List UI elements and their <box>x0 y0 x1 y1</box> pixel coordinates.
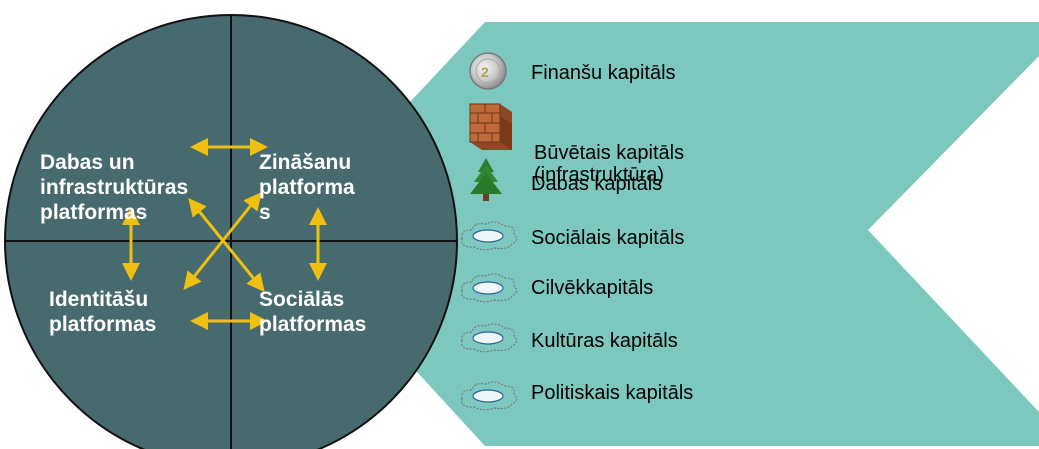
capital-label-human: Cilvēkkapitāls <box>531 277 654 299</box>
tree-icon <box>470 158 502 201</box>
capital-label-built: Būvētais kapitāls (infrastruktūra) <box>534 142 685 186</box>
coin-icon: 2 <box>469 52 507 90</box>
brick-wall-icon <box>469 103 512 150</box>
cloud-icon <box>461 221 518 251</box>
platform-label-identity: Identitāšu platformas <box>49 288 157 336</box>
capitals-chevron <box>395 22 1039 446</box>
platform-label-social: Sociālās platformas <box>259 288 367 336</box>
capital-label-cultural: Kultūras kapitāls <box>531 330 678 352</box>
platform-label-knowledge: Zināšanu platforma s <box>259 151 355 224</box>
cloud-icon <box>461 381 518 411</box>
capital-label-political: Politiskais kapitāls <box>531 382 694 404</box>
capital-label-financial: Finanšu kapitāls <box>531 62 676 84</box>
capital-label-social: Sociālais kapitāls <box>531 227 685 249</box>
cloud-icon <box>461 323 518 353</box>
platform-label-nature-infrastructure: Dabas un infrastruktūras platformas <box>40 151 189 224</box>
svg-text:2: 2 <box>481 64 489 80</box>
arrow-diagonal-up <box>183 191 262 291</box>
cloud-icon <box>461 273 518 303</box>
capital-label-natural: Dabas kapitāls <box>531 173 663 195</box>
